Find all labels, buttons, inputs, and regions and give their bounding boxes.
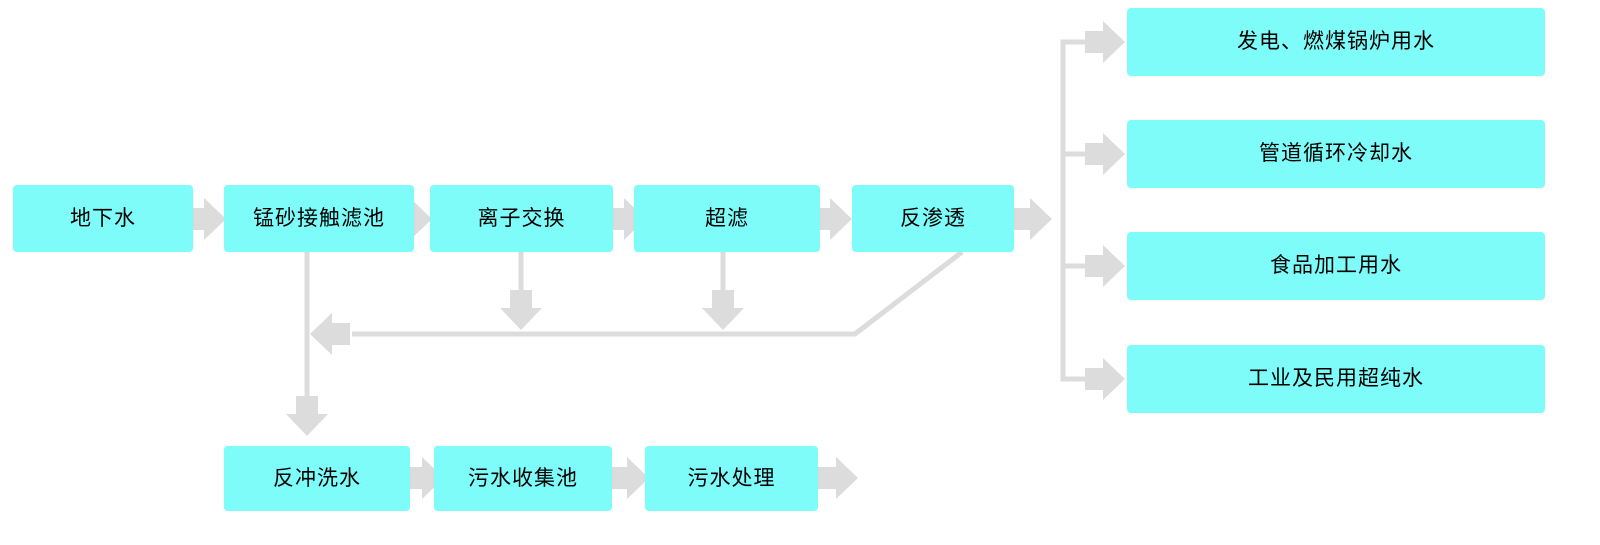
node-food-processing-label: 食品加工用水 xyxy=(1270,253,1402,278)
node-pipe-cooling[interactable]: 管道循环冷却水 xyxy=(1127,120,1545,188)
node-ion-exchange-label: 离子交换 xyxy=(477,205,566,230)
node-sewage-collect-label: 污水收集池 xyxy=(468,465,578,490)
node-pipe-cooling-label: 管道循环冷却水 xyxy=(1259,141,1413,166)
node-power-boiler-label: 发电、燃煤锅炉用水 xyxy=(1237,29,1435,54)
arrow-sewagetreat-outflow xyxy=(818,457,858,499)
node-sewage-treat-label: 污水处理 xyxy=(687,465,776,490)
node-manganese-filter-label: 锰砂接触滤池 xyxy=(253,205,385,230)
arrow-sewagecollect-to-sewagetreat xyxy=(609,457,649,499)
node-reverse-osmosis[interactable]: 反渗透 xyxy=(852,185,1014,252)
arrow-branch-to-power-boiler xyxy=(1085,21,1125,63)
arrow-branch-to-ultrapure-water xyxy=(1085,358,1125,400)
output-branch-bracket xyxy=(1060,39,1097,382)
node-ultrapure-water-label: 工业及民用超纯水 xyxy=(1248,366,1424,391)
node-sewage-treat[interactable]: 污水处理 xyxy=(645,446,818,511)
node-ion-exchange[interactable]: 离子交换 xyxy=(430,185,613,252)
node-manganese-filter[interactable]: 锰砂接触滤池 xyxy=(224,185,414,252)
arrow-reverseosmosis-to-outputs xyxy=(1012,198,1052,240)
arrow-manganese-down-to-backwash xyxy=(286,396,328,436)
node-power-boiler[interactable]: 发电、燃煤锅炉用水 xyxy=(1127,8,1545,76)
arrow-branch-to-pipe-cooling xyxy=(1085,133,1125,175)
return-line xyxy=(352,250,964,337)
node-groundwater[interactable]: 地下水 xyxy=(13,185,193,252)
node-sewage-collect[interactable]: 污水收集池 xyxy=(434,446,612,511)
node-backwash-water-label: 反冲洗水 xyxy=(273,465,361,490)
node-reverse-osmosis-label: 反渗透 xyxy=(900,205,966,230)
node-ultrafiltration[interactable]: 超滤 xyxy=(634,185,820,252)
arrow-return-merge-left xyxy=(310,313,350,355)
node-groundwater-label: 地下水 xyxy=(70,205,136,230)
node-ultrafiltration-label: 超滤 xyxy=(705,205,749,230)
arrow-ionexchange-down-to-return xyxy=(500,290,542,330)
arrow-ultrafiltration-down-to-return xyxy=(702,290,744,330)
node-ultrapure-water[interactable]: 工业及民用超纯水 xyxy=(1127,345,1545,413)
node-food-processing[interactable]: 食品加工用水 xyxy=(1127,232,1545,300)
node-backwash-water[interactable]: 反冲洗水 xyxy=(224,446,410,511)
arrow-branch-to-food-processing xyxy=(1085,245,1125,287)
